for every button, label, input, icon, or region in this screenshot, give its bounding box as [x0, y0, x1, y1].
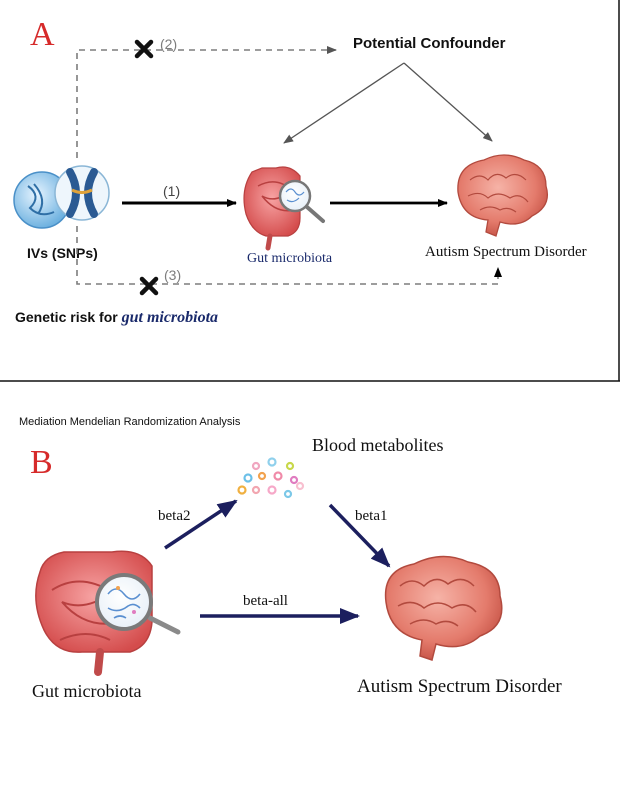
confounder-to-autism-arrow	[403, 62, 493, 142]
gut-label-a: Gut microbiota	[247, 251, 333, 266]
confounder-label: Potential Confounder	[353, 35, 506, 52]
brain-icon-a	[457, 154, 549, 237]
panel-a: A (2) Potential Confounder (1)	[13, 16, 587, 326]
beta2-arrow	[164, 499, 238, 550]
confounder-to-gut-arrow	[283, 62, 405, 144]
dna-chromosome-icon	[13, 165, 110, 229]
path-1-label: (1)	[163, 183, 180, 199]
beta1-arrow	[328, 503, 391, 568]
autism-label-b: Autism Spectrum Disorder	[357, 676, 562, 697]
intestine-magnifier-icon-a	[243, 166, 325, 251]
brain-icon-b	[384, 555, 503, 661]
beta2-label: beta2	[158, 508, 190, 524]
intestine-magnifier-icon-b	[35, 550, 181, 676]
path-3-label: (3)	[164, 267, 181, 283]
beta-all-label: beta-all	[243, 593, 288, 609]
panel-b: Mediation Mendelian Randomization Analys…	[19, 416, 562, 701]
path-2-label: (2)	[160, 36, 177, 52]
panel-b-letter: B	[30, 444, 53, 481]
gut-label-b: Gut microbiota	[32, 681, 141, 701]
autism-label-a: Autism Spectrum Disorder	[425, 244, 587, 260]
path-3-dashed-arrow	[76, 226, 502, 285]
ivs-label: IVs (SNPs)	[27, 245, 98, 261]
beta1-label: beta1	[355, 508, 387, 524]
panel-a-letter: A	[30, 16, 55, 53]
path-2-dashed-arrow	[76, 46, 337, 158]
cross-icon-path-3	[139, 276, 159, 296]
genetic-risk-emph: gut microbiota	[121, 309, 218, 326]
panel-b-title: Mediation Mendelian Randomization Analys…	[19, 416, 241, 428]
blood-metabolites-label: Blood metabolites	[312, 435, 443, 455]
cross-icon-path-2	[134, 39, 154, 59]
genetic-risk-label: Genetic risk for gut microbiota	[15, 309, 218, 326]
metabolite-dots-icon	[237, 457, 305, 499]
genetic-risk-prefix: Genetic risk for	[15, 309, 122, 325]
